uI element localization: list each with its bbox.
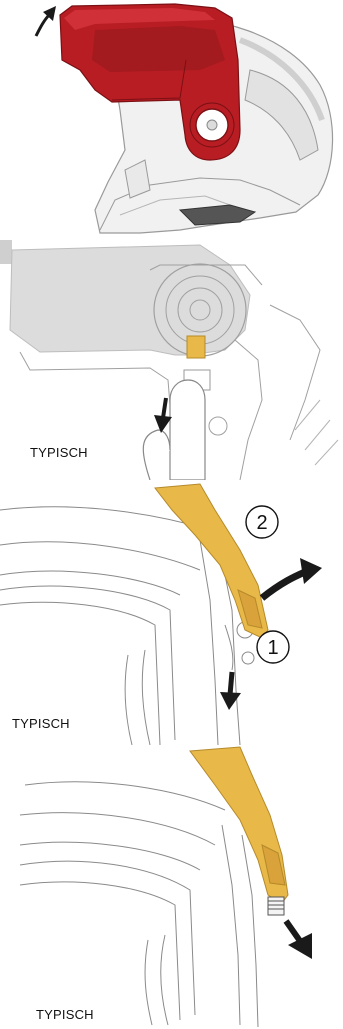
helmet-illustration (0, 0, 343, 240)
up-arrow-icon (36, 6, 56, 36)
down-arrow-icon (154, 398, 172, 433)
panel-unclip-pivot: 2 1 TYPISCH (0, 480, 343, 745)
caption-typisch: TYPISCH (12, 716, 70, 731)
unclip-illustration: 2 1 (0, 480, 343, 745)
panel-raise-chin-bar (0, 0, 343, 240)
release-illustration (0, 240, 343, 480)
release-tab (187, 336, 205, 358)
panel-remove-pivot: TYPISCH (0, 745, 343, 1029)
finger (170, 380, 205, 480)
caption-typisch: TYPISCH (30, 445, 88, 460)
svg-text:2: 2 (256, 512, 267, 534)
svg-text:1: 1 (267, 637, 278, 659)
remove-illustration (0, 745, 343, 1029)
curved-arrow-icon (262, 558, 322, 598)
caption-typisch: TYPISCH (36, 1007, 94, 1022)
pivot-spring (268, 897, 284, 915)
chin-bar-grey (10, 245, 250, 355)
down-arrow-icon (220, 672, 241, 710)
down-arrow-icon (286, 921, 312, 959)
panel-press-release: TYPISCH (0, 240, 343, 480)
